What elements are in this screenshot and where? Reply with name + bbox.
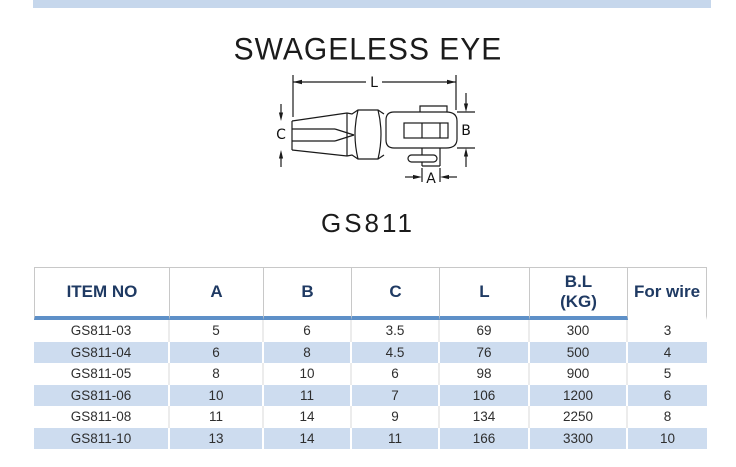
cell-c: 11 [352, 427, 440, 449]
cell-b: 14 [264, 406, 352, 428]
col-header-item-no: ITEM NO [34, 267, 170, 320]
cell-bl: 300 [530, 320, 628, 342]
col-header-bl: B.L [564, 272, 593, 292]
model-number: GS811 [320, 208, 415, 238]
cell-wire: 5 [628, 363, 707, 385]
cell-item: GS811-04 [34, 341, 170, 363]
table-row: GS811-06 10 11 7 106 1200 6 [34, 384, 707, 406]
cell-a: 13 [170, 427, 264, 449]
technical-drawing: L C B A [276, 75, 475, 187]
cell-bl: 1200 [530, 384, 628, 406]
cell-a: 6 [170, 341, 264, 363]
drawing-arrowheads [278, 79, 469, 180]
cell-bl: 3300 [530, 427, 628, 449]
header-row: ITEM NO A B C L B.L (KG) For wire [34, 267, 707, 320]
cell-l: 76 [440, 341, 530, 363]
cell-item: GS811-10 [34, 427, 170, 449]
cell-b: 6 [264, 320, 352, 342]
cell-l: 106 [440, 384, 530, 406]
cell-a: 5 [170, 320, 264, 342]
cell-l: 69 [440, 320, 530, 342]
table-row: GS811-03 5 6 3.5 69 300 3 [34, 320, 707, 342]
col-header-b: B [264, 267, 352, 320]
cell-bl: 2250 [530, 406, 628, 428]
spec-table-container: ITEM NO A B C L B.L (KG) For wire GS811-… [34, 267, 707, 449]
cell-a: 8 [170, 363, 264, 385]
top-banner-strip [33, 0, 711, 8]
cell-item: GS811-03 [34, 320, 170, 342]
cell-l: 134 [440, 406, 530, 428]
col-header-bl-kg: B.L (KG) [530, 267, 628, 320]
cell-item: GS811-06 [34, 384, 170, 406]
drawing-lines [280, 75, 475, 182]
col-header-for-wire: For wire [628, 267, 707, 320]
cell-wire: 6 [628, 384, 707, 406]
cell-a: 10 [170, 384, 264, 406]
spec-table: ITEM NO A B C L B.L (KG) For wire GS811-… [34, 267, 707, 449]
cell-c: 3.5 [352, 320, 440, 342]
dim-label-b: B [461, 123, 471, 139]
cell-item: GS811-08 [34, 406, 170, 428]
cell-wire: 4 [628, 341, 707, 363]
cell-bl: 900 [530, 363, 628, 385]
dim-label-a: A [426, 171, 436, 187]
cell-item: GS811-05 [34, 363, 170, 385]
cell-bl: 500 [530, 341, 628, 363]
cell-c: 6 [352, 363, 440, 385]
table-row: GS811-08 11 14 9 134 2250 8 [34, 406, 707, 428]
cell-l: 98 [440, 363, 530, 385]
cell-wire: 10 [628, 427, 707, 449]
cell-c: 4.5 [352, 341, 440, 363]
cell-b: 11 [264, 384, 352, 406]
table-row: GS811-05 8 10 6 98 900 5 [34, 363, 707, 385]
cell-l: 166 [440, 427, 530, 449]
table-row: GS811-10 13 14 11 166 3300 10 [34, 427, 707, 449]
cell-b: 14 [264, 427, 352, 449]
dim-label-length: L [370, 75, 378, 91]
cell-b: 10 [264, 363, 352, 385]
page-title: SWAGELESS EYE [233, 32, 503, 67]
col-header-l: L [440, 267, 530, 320]
col-header-a: A [170, 267, 264, 320]
col-header-kg: (KG) [560, 292, 597, 311]
col-header-c: C [352, 267, 440, 320]
dim-label-c: C [276, 127, 286, 143]
cell-c: 9 [352, 406, 440, 428]
cell-wire: 8 [628, 406, 707, 428]
cell-c: 7 [352, 384, 440, 406]
cell-wire: 3 [628, 320, 707, 342]
cell-a: 11 [170, 406, 264, 428]
table-row: GS811-04 6 8 4.5 76 500 4 [34, 341, 707, 363]
cell-b: 8 [264, 341, 352, 363]
